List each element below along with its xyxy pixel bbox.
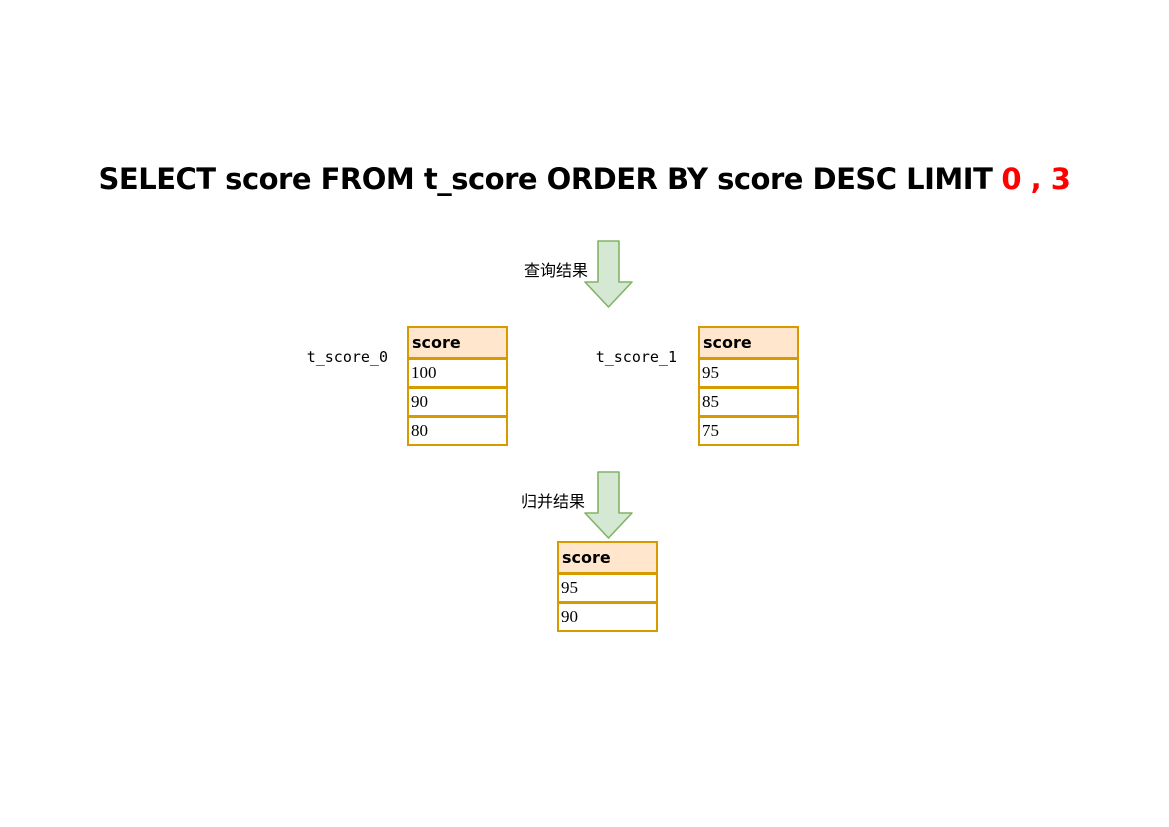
merged-row: 95 (557, 573, 658, 603)
shard1-row: 95 (698, 358, 799, 388)
shard0-table-label: t_score_0 (306, 348, 388, 366)
merged-row: 90 (557, 602, 658, 632)
shard0-row: 100 (407, 358, 508, 388)
shard1-table: score 95 85 75 (698, 326, 799, 446)
merged-header-cell: score (557, 541, 658, 574)
merge-step-label: 归并结果 (520, 492, 585, 511)
shard0-header-cell: score (407, 326, 508, 359)
shard0-table: score 100 90 80 (407, 326, 508, 446)
sql-query-text: SELECT score FROM t_score ORDER BY score… (98, 162, 993, 196)
sql-limit-args: 0 , 3 (1001, 162, 1071, 196)
down-arrow-icon (584, 240, 633, 308)
shard0-row: 80 (407, 416, 508, 446)
shard0-row: 90 (407, 387, 508, 417)
shard1-row: 85 (698, 387, 799, 417)
shard1-row: 75 (698, 416, 799, 446)
query-step-label: 查询结果 (523, 261, 588, 280)
shard1-header-cell: score (698, 326, 799, 359)
down-arrow-icon (584, 471, 633, 539)
shard1-table-label: t_score_1 (595, 348, 677, 366)
sql-query-title: SELECT score FROM t_score ORDER BY score… (0, 162, 1169, 196)
merged-table: score 95 90 (557, 541, 658, 632)
